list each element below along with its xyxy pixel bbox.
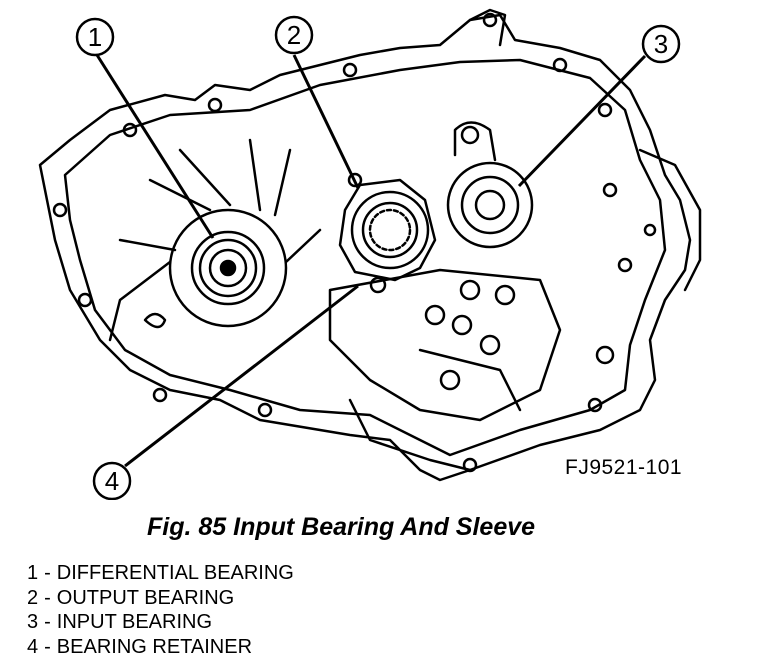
legend-number: 2 bbox=[27, 586, 39, 609]
case-right-boss bbox=[638, 148, 702, 292]
legend-label: BEARING RETAINER bbox=[56, 635, 253, 658]
leader-1 bbox=[95, 54, 215, 239]
callout-legend: 1-DIFFERENTIAL BEARING 2-OUTPUT BEARING … bbox=[27, 561, 294, 659]
legend-label: INPUT BEARING bbox=[56, 611, 213, 633]
differential-bearing-shape bbox=[108, 208, 322, 342]
legend-item: 2-OUTPUT BEARING bbox=[27, 586, 294, 611]
callout-3: 3 bbox=[641, 24, 681, 64]
callout-2-number: 2 bbox=[287, 20, 301, 50]
case-lower-skirt bbox=[348, 398, 472, 472]
legend-number: 1 bbox=[27, 562, 39, 584]
case-pocket bbox=[143, 312, 167, 329]
case-ribs bbox=[118, 138, 292, 252]
legend-separator: - bbox=[44, 635, 51, 658]
output-bearing-shape bbox=[338, 172, 437, 294]
legend-label: DIFFERENTIAL BEARING bbox=[56, 562, 294, 584]
input-bearing-shape bbox=[446, 121, 534, 249]
callout-1: 1 bbox=[75, 17, 115, 57]
callout-3-number: 3 bbox=[654, 29, 668, 59]
legend-item: 4-BEARING RETAINER bbox=[27, 635, 294, 660]
case-top-tab bbox=[468, 8, 507, 47]
legend-label: OUTPUT BEARING bbox=[56, 586, 235, 609]
case-outer-flange bbox=[38, 13, 692, 482]
callout-1-number: 1 bbox=[88, 22, 102, 52]
leader-3 bbox=[517, 54, 647, 188]
legend-separator: - bbox=[44, 562, 51, 584]
leader-lines bbox=[95, 54, 647, 468]
figure-caption: Fig. 85 Input Bearing And Sleeve bbox=[147, 513, 536, 541]
legend-number: 3 bbox=[27, 611, 39, 633]
figure-code: FJ9521-101 bbox=[565, 456, 683, 479]
legend-separator: - bbox=[44, 611, 51, 633]
leader-4 bbox=[124, 284, 359, 468]
lower-case-bosses bbox=[328, 268, 562, 422]
flange-bolt-holes bbox=[52, 12, 657, 473]
callout-4-number: 4 bbox=[105, 466, 119, 496]
legend-item: 3-INPUT BEARING bbox=[27, 610, 294, 635]
legend-item: 1-DIFFERENTIAL BEARING bbox=[27, 561, 294, 586]
callout-4: 4 bbox=[92, 461, 132, 500]
callout-2: 2 bbox=[274, 15, 314, 55]
leader-2 bbox=[292, 54, 360, 189]
legend-separator: - bbox=[44, 586, 51, 609]
legend-number: 4 bbox=[27, 635, 39, 658]
case-inner-flange bbox=[63, 58, 667, 457]
transaxle-case-illustration: 1 2 3 4 bbox=[38, 8, 702, 500]
